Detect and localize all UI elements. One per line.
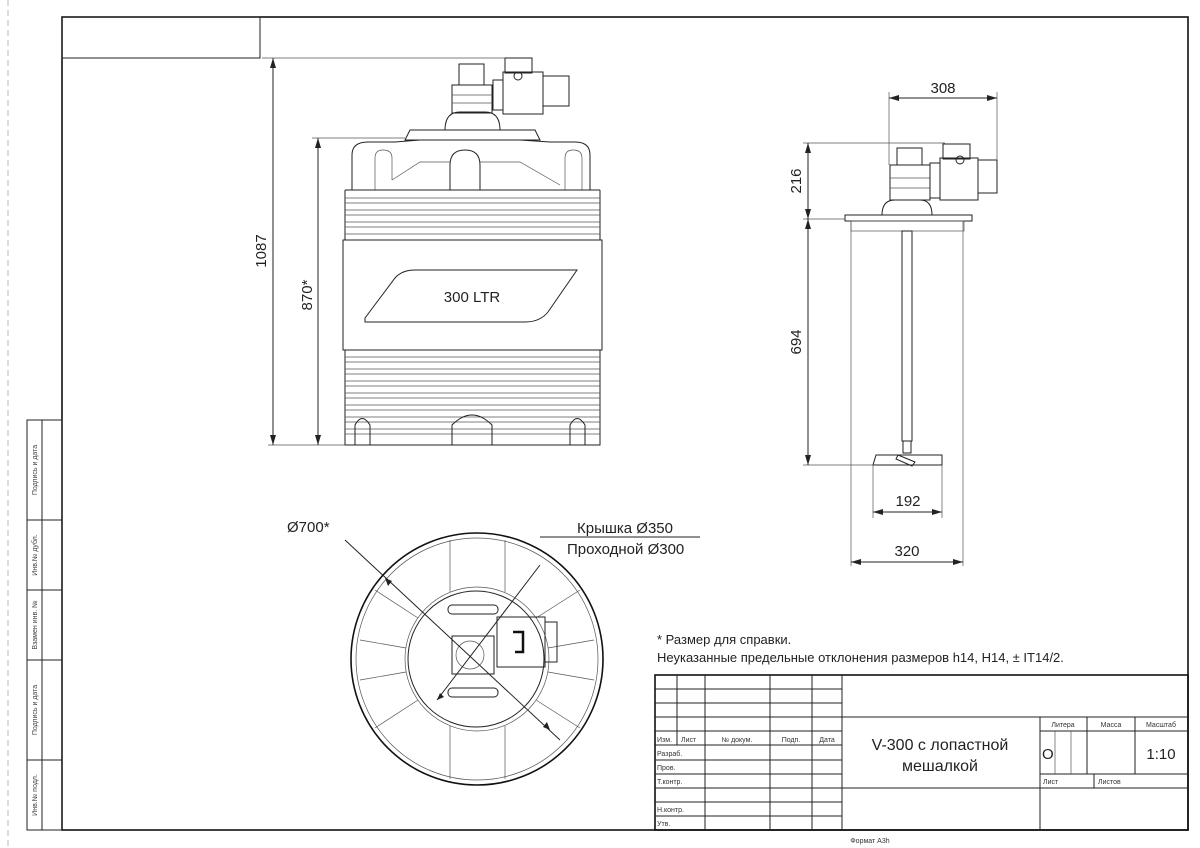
mass-label: Масса — [1101, 722, 1122, 729]
paper-format: Формат A3h — [850, 838, 889, 845]
dim-overall-height: 1087 — [253, 234, 270, 267]
role-approved: Утв. — [657, 821, 670, 828]
scale-value: 1:10 — [1146, 746, 1175, 763]
role-developer: Разраб. — [657, 750, 682, 758]
note-reference-size: * Размер для справки. — [657, 632, 791, 647]
impeller — [872, 454, 943, 466]
litera-label: Литера — [1051, 722, 1074, 729]
tank-top-view: Ø700* Крышка Ø350 Проходной Ø300 — [287, 519, 700, 786]
dim-flange-width: 320 — [894, 543, 919, 560]
role-norm-control: Н.контр. — [657, 807, 684, 814]
lid-diameter-callout: Крышка Ø350 — [577, 520, 673, 537]
note-tolerances: Неуказанные предельные отклонения размер… — [657, 650, 1064, 665]
col-sign: Подп. — [782, 737, 801, 744]
label-plate — [364, 269, 578, 323]
mixer-drive-side — [881, 143, 998, 216]
dim-body-height: 870* — [299, 279, 316, 310]
passage-diameter-callout: Проходной Ø300 — [567, 541, 684, 558]
top-ribs — [359, 540, 595, 779]
stamp-label: Инв.№ дубл. — [31, 534, 39, 575]
sheets-label: Листов — [1098, 779, 1121, 786]
litera-value: О — [1042, 746, 1054, 763]
stamp-label: Подпись и дата — [32, 685, 39, 735]
side-dimensions: 308 216 694 192 320 — [788, 80, 998, 565]
tank-lid — [404, 129, 541, 141]
label-band — [342, 239, 603, 351]
mixer-drive-front — [444, 57, 570, 131]
tank-capacity-label: 300 LTR — [444, 289, 501, 306]
sheet-label: Лист — [1043, 779, 1059, 786]
mixer-flange — [844, 214, 973, 222]
drawing-title-line2: мешалкой — [902, 758, 978, 775]
drawing-title-line1: V-300 с лопастной — [872, 737, 1009, 754]
col-doc: № докум. — [722, 737, 753, 744]
role-checker: Пров. — [657, 765, 676, 772]
drawing-frame — [61, 16, 1189, 831]
stamp-label: Подпись и дата — [32, 445, 39, 495]
col-date: Дата — [819, 737, 835, 744]
col-izm: Изм. — [657, 737, 672, 744]
dim-shaft-length: 694 — [788, 329, 805, 354]
upper-ribs — [345, 197, 600, 235]
dim-motor-height: 216 — [788, 168, 805, 193]
dim-motor-width: 308 — [930, 80, 955, 97]
scale-label: Масштаб — [1146, 721, 1176, 729]
lower-ribs — [345, 356, 600, 435]
role-tech-control: Т.контр. — [657, 779, 682, 786]
mixer-side-view — [844, 143, 998, 566]
top-left-box — [61, 16, 261, 59]
mixer-shaft — [901, 230, 913, 442]
title-block: Изм. Лист № докум. Подп. Дата Разраб. Пр… — [654, 674, 1189, 831]
tank-front-view: 300 LTR — [342, 57, 603, 446]
stamp-label: Взамен инв. № — [32, 600, 39, 649]
side-stamp-column: Подпись и дата Инв.№ дубл. Взамен инв. №… — [26, 419, 63, 831]
dim-tank-diameter: Ø700* — [287, 519, 330, 536]
front-dimensions: 1087 870* — [253, 57, 505, 446]
dim-impeller-diameter: 192 — [895, 493, 920, 510]
col-list: Лист — [681, 737, 697, 744]
stamp-label: Инв.№ подл. — [32, 774, 39, 816]
